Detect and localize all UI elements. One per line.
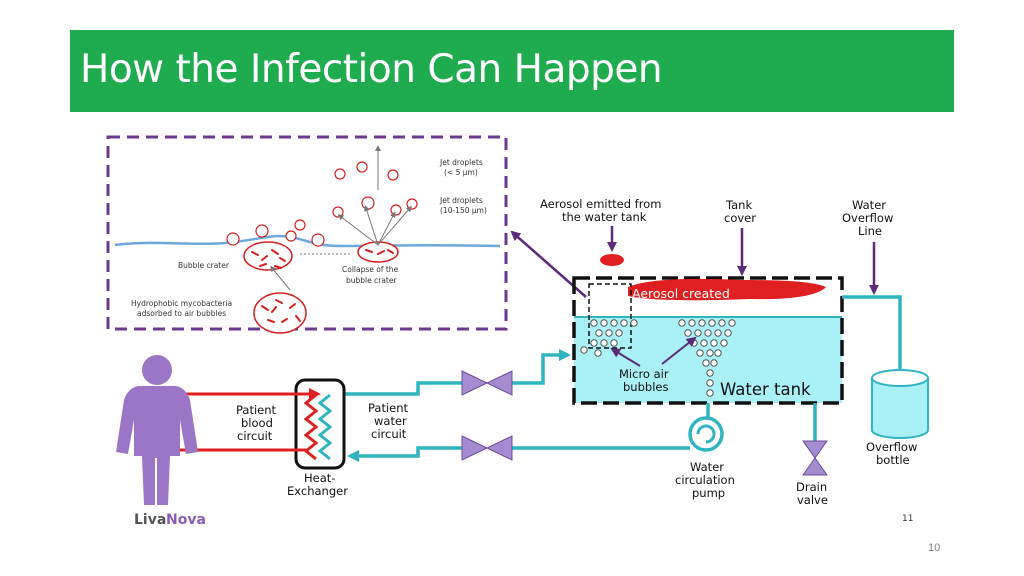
overflow-line-label: Water — [852, 198, 886, 212]
patient-water-label: water — [374, 414, 407, 428]
tank-cover-label: Tank — [725, 198, 752, 212]
inset-label: (10-150 µm) — [440, 206, 487, 215]
tank-cover-label: cover — [724, 211, 756, 225]
valves — [461, 370, 828, 476]
slide-title: How the Infection Can Happen — [80, 47, 663, 92]
overflow-bottle-label: Overflow — [866, 440, 917, 454]
water-pipes — [344, 295, 902, 462]
micro-air-bubbles-label: bubbles — [623, 380, 668, 394]
aerosol-emitted-label: the water tank — [562, 210, 647, 224]
water-tank: Aerosol created Micro air bubbles Water … — [572, 254, 844, 405]
heat-exchanger-label: Heat- — [304, 471, 335, 485]
svg-text:Liva: Liva — [134, 512, 166, 528]
circulation-pump — [688, 416, 724, 452]
patient-figure — [116, 355, 198, 505]
patient-blood-label: blood — [241, 416, 273, 430]
water-tank-label: Water tank — [720, 380, 811, 399]
inset-panel: Jet droplets (< 5 µm) Jet droplets (10-1… — [106, 135, 508, 334]
svg-text:Nova: Nova — [166, 512, 206, 528]
inset-label: Jet droplets — [439, 158, 483, 167]
heat-exchanger-label: Exchanger — [287, 484, 348, 498]
drain-valve-label: valve — [797, 493, 828, 507]
pump-label: circulation — [675, 473, 735, 487]
aerosol-emitted-label: Aerosol emitted from — [540, 197, 661, 211]
patient-water-label: Patient — [368, 401, 409, 415]
figure-number: 11 — [902, 514, 913, 524]
inset-label: Bubble crater — [178, 261, 230, 270]
micro-air-bubbles-label: Micro air — [619, 367, 669, 381]
page-number: 10 — [928, 542, 941, 554]
heat-exchanger — [294, 378, 346, 470]
overflow-bottle-label: bottle — [876, 453, 910, 467]
drain-valve-label: Drain — [796, 480, 827, 494]
overflow-line-label: Line — [858, 224, 882, 238]
pump-label: pump — [692, 486, 725, 500]
overflow-bottle — [871, 369, 929, 439]
inset-label: Collapse of the — [342, 265, 399, 274]
inset-label: adsorbed to air bubbles — [137, 309, 226, 318]
inset-label: (< 5 µm) — [444, 168, 478, 177]
title-bar: How the Infection Can Happen — [70, 30, 954, 112]
patient-water-label: circuit — [371, 427, 407, 441]
inset-label: Hydrophobic mycobacteria — [131, 299, 232, 308]
inset-label: bubble crater — [346, 276, 397, 285]
pump-label: Water — [690, 460, 724, 474]
overflow-line-label: Overflow — [842, 211, 893, 225]
patient-blood-label: circuit — [237, 429, 273, 443]
aerosol-created-label: Aerosol created — [632, 286, 730, 301]
inset-label: Jet droplets — [439, 196, 483, 205]
patient-blood-label: Patient — [236, 403, 277, 417]
